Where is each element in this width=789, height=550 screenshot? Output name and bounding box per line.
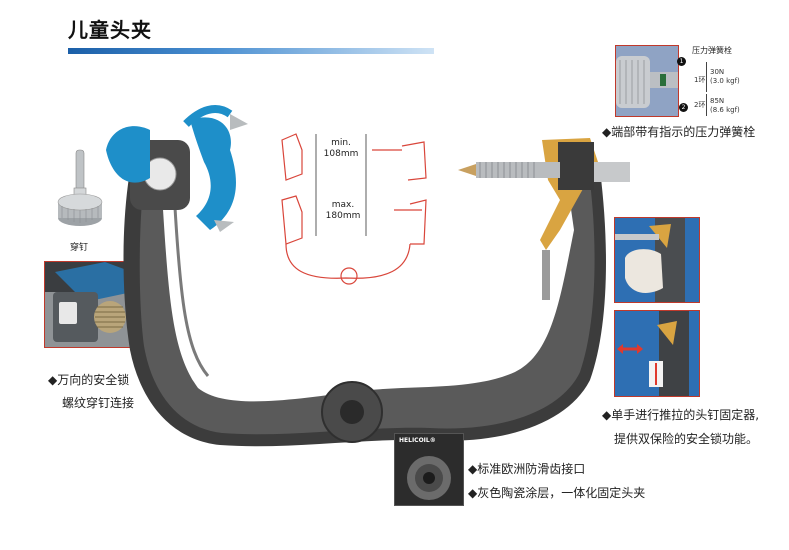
page-title: 儿童头夹 — [68, 18, 152, 42]
caption-spring-bolt: ◆端部带有指示的压力弹簧栓 — [602, 125, 756, 139]
head-clamp-image — [90, 100, 630, 510]
caption-push-lock-2: 提供双保险的安全锁功能。 — [614, 432, 759, 446]
min-size-label: min. 108mm — [318, 138, 364, 160]
skull-pin-image — [52, 148, 114, 238]
ring1-divider — [706, 62, 707, 92]
ring1-label: 1环 — [694, 76, 706, 84]
marker-1: 1 — [677, 57, 686, 66]
ring2-kgf-value: (8.6 kgf) — [710, 106, 740, 114]
lock-action-photo — [614, 310, 700, 397]
helicoil-photo: HELICOIL® — [394, 433, 464, 506]
marker-2: 2 — [679, 103, 688, 112]
caption-ceramic-coating: ◆灰色陶瓷涂层，一体化固定头夹 — [468, 486, 646, 500]
ring1-force: 30N (3.0 kgf) — [710, 68, 740, 86]
spring-inset-title: 压力弹簧栓 — [692, 46, 732, 55]
ring1-force-value: 30N — [710, 68, 725, 76]
size-drawing — [276, 120, 436, 295]
ring2-label: 2环 — [694, 101, 706, 109]
caption-safety-lock-1: ◆万向的安全锁 — [48, 373, 130, 387]
ring2-force: 85N (8.6 kgf) — [710, 97, 740, 115]
min-label: min. — [331, 138, 351, 148]
title-underline — [68, 48, 434, 54]
max-value: 180mm — [325, 211, 361, 221]
caption-starburst: ◆标准欧洲防滑齿接口 — [468, 462, 586, 476]
max-label: max. — [331, 200, 355, 210]
helicoil-label: HELICOIL® — [399, 437, 436, 444]
push-lock-photo — [614, 217, 700, 303]
min-value: 108mm — [323, 149, 359, 159]
ring2-divider — [706, 94, 707, 116]
pin-label: 穿钉 — [70, 243, 89, 253]
spring-bolt-photo — [615, 45, 679, 117]
caption-safety-lock-2: 螺纹穿钉连接 — [62, 396, 135, 410]
lock-detail-photo — [44, 261, 133, 348]
caption-push-lock-1: ◆单手进行推拉的头钉固定器, — [602, 408, 760, 422]
ring1-kgf-value: (3.0 kgf) — [710, 77, 740, 85]
max-size-label: max. 180mm — [320, 200, 366, 222]
ring2-force-value: 85N — [710, 97, 725, 105]
